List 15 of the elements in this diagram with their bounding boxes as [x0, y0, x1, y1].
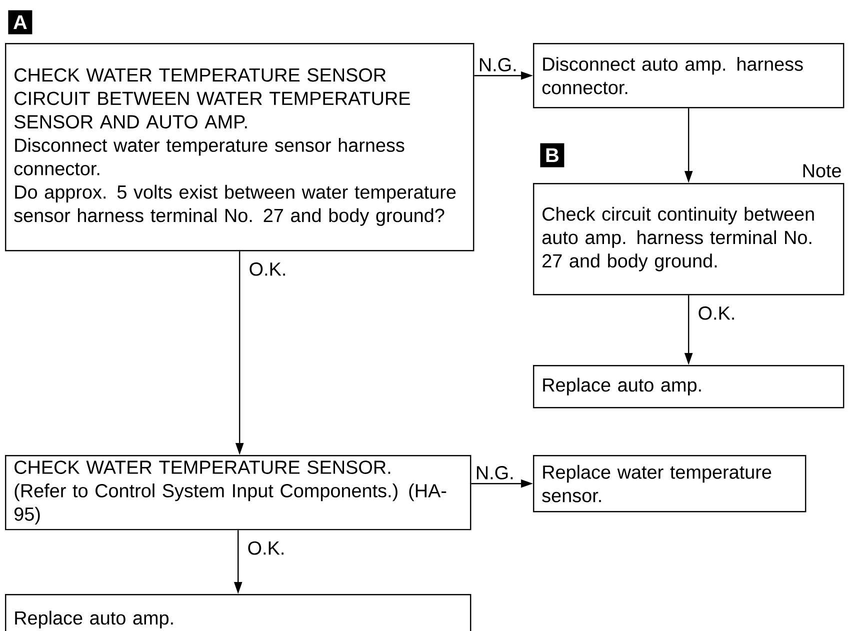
letter-badge: B: [540, 143, 564, 168]
process-box: Replace water temperature sensor.: [533, 455, 806, 512]
process-box: Check circuit continuity between auto amp. harness terminal No. 27 and body ground.: [533, 183, 844, 296]
process-box: CHECK WATER TEMPERATURE SENSOR. (Refer to Control System Input Components.) (HA-95): [5, 455, 472, 530]
process-box: Replace auto amp.: [5, 594, 472, 631]
edge-label: N.G.: [477, 57, 518, 72]
process-box: CHECK WATER TEMPERATURE SENSOR CIRCUIT BETWEEN WATER TEMPERATURE SENSOR AND AUTO AMP. Disconnect water temperature sensor harness connector. Do approx. 5 volts exist between water temperature sensor harness terminal No. 27 and body ground?: [5, 43, 474, 252]
process-box: Disconnect auto amp. harness connector.: [533, 43, 844, 108]
letter-badge: A: [8, 10, 32, 34]
edge-label: O.K.: [246, 540, 286, 556]
note-label: Note: [803, 164, 841, 178]
process-box: Replace auto amp.: [533, 365, 844, 408]
edge-label: N.G.: [474, 465, 516, 480]
edge-label: O.K.: [696, 305, 737, 321]
edge-label: O.K.: [248, 261, 288, 277]
